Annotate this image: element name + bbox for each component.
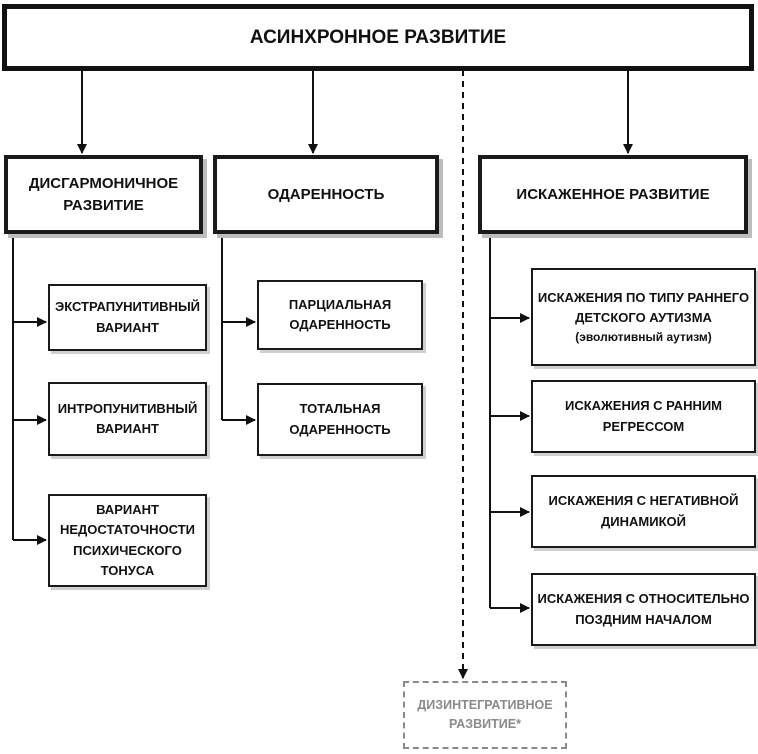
category-disharmonic-development: ДИСГАРМОНИЧНОЕ РАЗВИТИЕ	[4, 155, 203, 234]
root-label: АСИНХРОННОЕ РАЗВИТИЕ	[249, 26, 507, 48]
item-label-line: РЕГРЕССОМ	[602, 418, 685, 434]
item-label-line: ИСКАЖЕНИЯ С РАННИМ	[564, 398, 723, 414]
item-label-line: ОДАРЕННОСТЬ	[289, 421, 391, 437]
item-early-autism-distortion: ИСКАЖЕНИЯ ПО ТИПУ РАННЕГО ДЕТСКОГО АУТИЗ…	[531, 268, 756, 366]
item-label-line: ДИНАМИКОЙ	[601, 513, 686, 529]
item-negative-dynamics-distortion: ИСКАЖЕНИЯ С НЕГАТИВНОЙ ДИНАМИКОЙ	[531, 475, 756, 548]
dashed-node-label-line: ДИЗИНТЕГРАТИВНОЕ	[417, 698, 553, 713]
category-distorted-development: ИСКАЖЕННОЕ РАЗВИТИЕ	[478, 155, 748, 234]
item-partial-giftedness: ПАРЦИАЛЬНАЯ ОДАРЕННОСТЬ	[257, 280, 423, 350]
item-low-tonus-variant: ВАРИАНТ НЕДОСТАТОЧНОСТИ ПСИХИЧЕСКОГО ТОН…	[48, 494, 207, 587]
item-label-line: ТОТАЛЬНАЯ	[299, 401, 381, 417]
item-label-line: ИСКАЖЕНИЯ С НЕГАТИВНОЙ	[548, 493, 739, 509]
item-label-line: ИНТРОПУНИТИВНЫЙ	[57, 400, 198, 416]
item-label-line: ПОЗДНИМ НАЧАЛОМ	[575, 611, 712, 627]
category-label-line: РАЗВИТИЕ	[63, 196, 144, 214]
item-label-line: ВАРИАНТ	[96, 421, 159, 436]
item-label-line: ВАРИАНТ	[96, 502, 159, 518]
item-intropunitive-variant: ИНТРОПУНИТИВНЫЙ ВАРИАНТ	[48, 382, 207, 456]
category-label-line: ИСКАЖЕННОЕ РАЗВИТИЕ	[516, 185, 710, 203]
item-total-giftedness: ТОТАЛЬНАЯ ОДАРЕННОСТЬ	[257, 383, 423, 456]
item-label-line: НЕДОСТАТОЧНОСТИ	[59, 522, 196, 538]
dashed-node-label-line: РАЗВИТИЕ*	[449, 717, 521, 731]
item-late-onset-distortion: ИСКАЖЕНИЯ С ОТНОСИТЕЛЬНО ПОЗДНИМ НАЧАЛОМ	[531, 573, 756, 646]
item-label-line: ВАРИАНТ	[96, 319, 159, 335]
category-giftedness: ОДАРЕННОСТЬ	[213, 155, 439, 234]
item-label-line: ПСИХИЧЕСКОГО ТОНУСА	[73, 542, 182, 578]
item-label-line: ОДАРЕННОСТЬ	[289, 317, 391, 332]
item-extrapunitive-variant: ЭКСТРАПУНИТИВНЫЙ ВАРИАНТ	[48, 284, 207, 351]
disintegrative-development-node: ДИЗИНТЕГРАТИВНОЕ РАЗВИТИЕ*	[403, 681, 567, 749]
category-label-line: ДИСГАРМОНИЧНОЕ	[28, 174, 179, 192]
item-label-line: ИСКАЖЕНИЯ С ОТНОСИТЕЛЬНО	[537, 591, 750, 607]
item-label-line: ЭКСТРАПУНИТИВНЫЙ	[54, 299, 201, 315]
root-node: АСИНХРОННОЕ РАЗВИТИЕ	[2, 4, 754, 71]
item-label-line: ДЕТСКОГО АУТИЗМА	[575, 309, 712, 325]
item-label-line: ИСКАЖЕНИЯ ПО ТИПУ РАННЕГО	[537, 289, 750, 305]
item-label-line: ПАРЦИАЛЬНАЯ	[288, 296, 392, 312]
category-label-line: ОДАРЕННОСТЬ	[267, 185, 385, 203]
item-early-regress-distortion: ИСКАЖЕНИЯ С РАННИМ РЕГРЕССОМ	[531, 380, 756, 453]
item-note: (эволютивный аутизм)	[575, 329, 712, 344]
